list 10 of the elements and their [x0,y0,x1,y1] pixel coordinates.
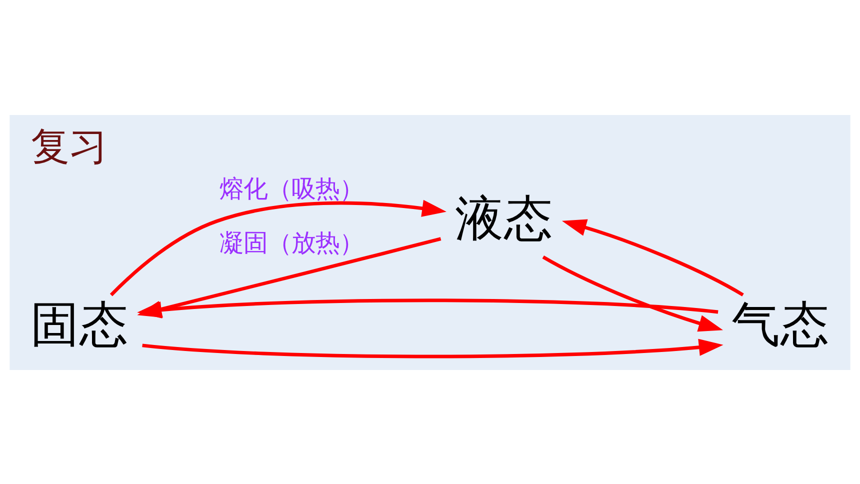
arrow [110,199,446,296]
node-text: 液态 [454,190,553,246]
edge-label: 熔化（吸热） [220,174,364,203]
edge-label: 凝固（放热） [220,228,364,257]
diagram-title: 复习 [30,124,107,170]
arrow [542,255,724,332]
arrow [142,338,724,358]
arrow [562,218,744,296]
node-text: 固态 [30,296,128,353]
node-text: 气态 [732,296,830,353]
